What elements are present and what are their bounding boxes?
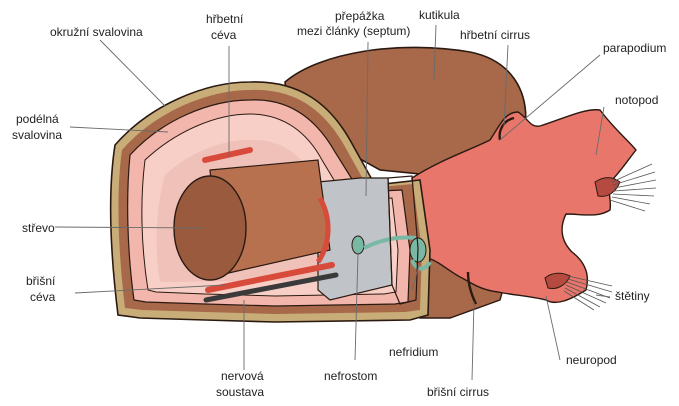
- label-dorsal-vessel-1: hřbetní: [206, 12, 244, 26]
- label-nerve-cord-2: soustava: [216, 385, 264, 399]
- label-nephrostome: nefrostom: [324, 369, 377, 383]
- label-circular-muscle: okružní svalovina: [50, 25, 143, 39]
- label-parapodium: parapodium: [603, 41, 666, 55]
- label-gut: střevo: [22, 221, 55, 235]
- label-ventral-vessel-2: céva: [30, 290, 56, 304]
- label-ventral-vessel-1: břišní: [26, 274, 56, 288]
- label-neuropod: neuropod: [566, 353, 617, 367]
- label-longitudinal-muscle-1: podélná: [16, 112, 59, 126]
- label-dorsal-vessel-2: céva: [211, 28, 237, 42]
- label-ventral-cirrus: břišní cirrus: [427, 385, 489, 399]
- label-cuticle: kutikula: [419, 8, 460, 22]
- label-dorsal-cirrus: hřbetní cirrus: [460, 28, 530, 42]
- label-setae: štětiny: [615, 289, 650, 303]
- label-notopod: notopod: [615, 93, 658, 107]
- label-longitudinal-muscle-2: svalovina: [12, 128, 62, 142]
- label-septum-2: mezi články (septum): [297, 24, 410, 38]
- nephrostome: [352, 236, 364, 254]
- label-septum-1: přepážka: [335, 9, 385, 23]
- label-nephridium: nefridium: [389, 345, 438, 359]
- label-nerve-cord-1: nervová: [221, 369, 264, 383]
